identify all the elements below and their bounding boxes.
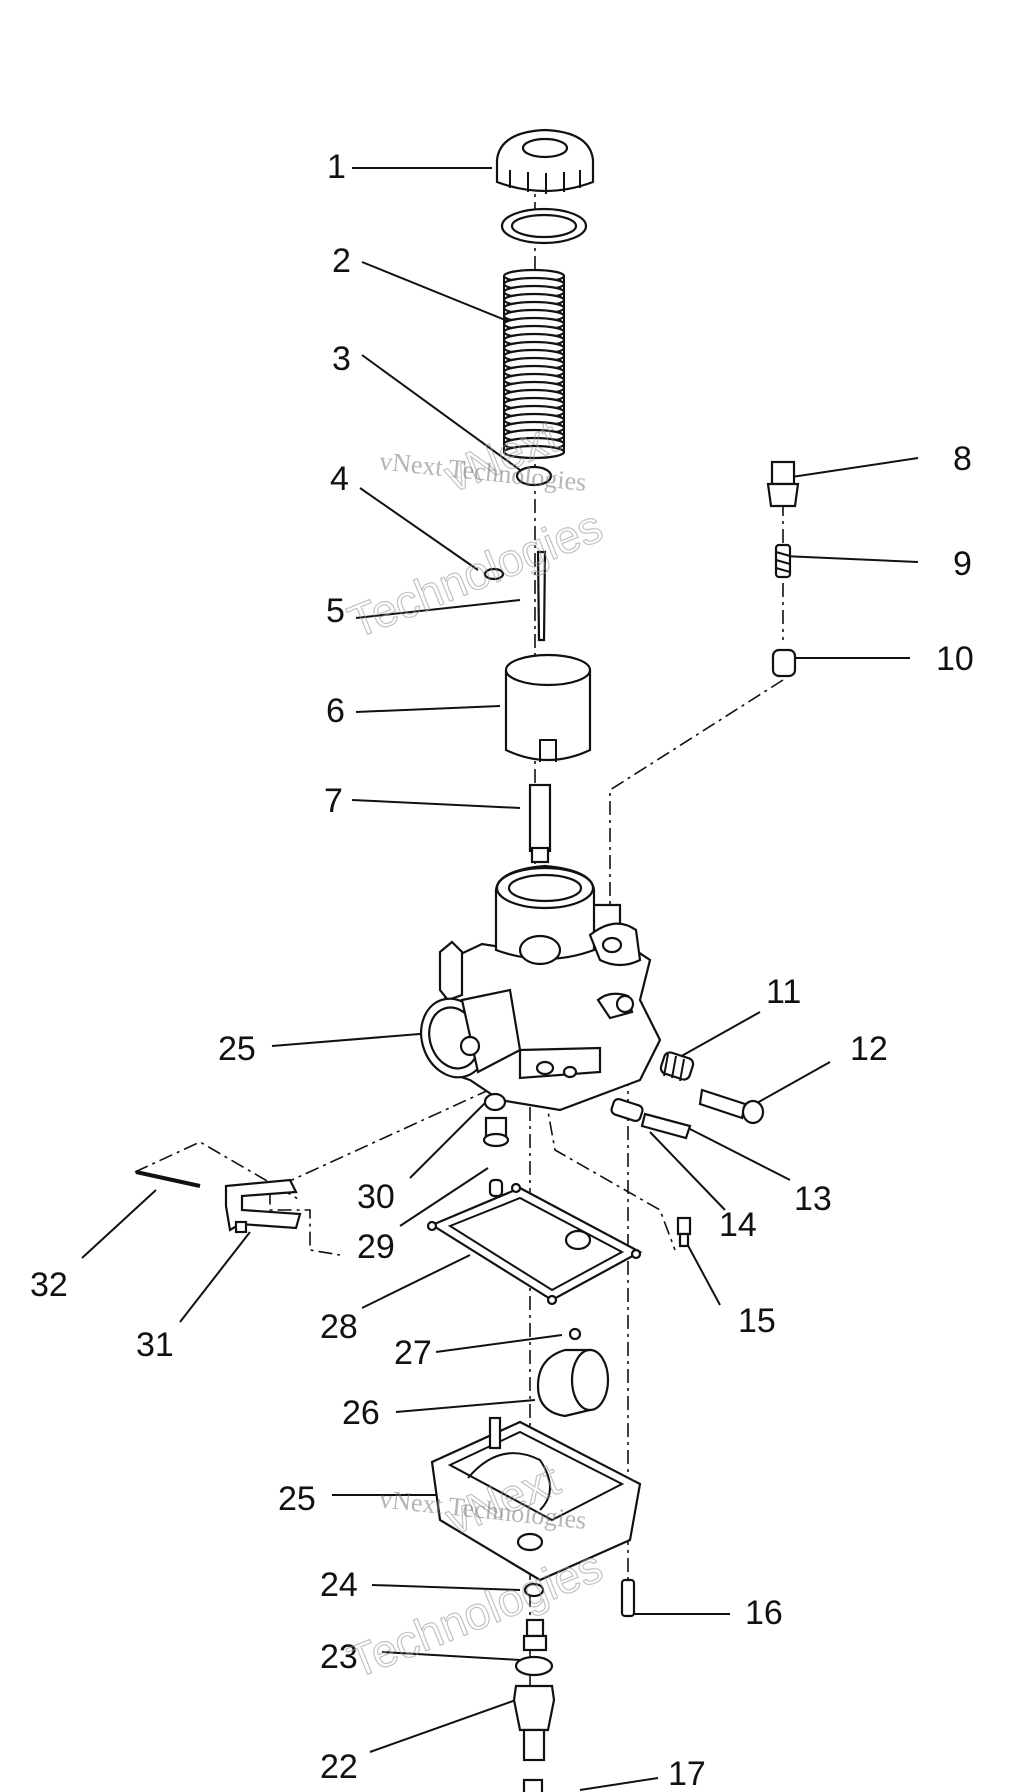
- callout-28: 28: [320, 1308, 358, 1346]
- part-pilot-spring: [659, 1051, 695, 1082]
- watermark-upper: vNext Technologies vNext Technologies: [340, 409, 610, 649]
- watermark-upper-line3: Technologies: [341, 499, 609, 648]
- part-bottom-fitting: [522, 1778, 544, 1792]
- callout-1: 1: [327, 148, 346, 186]
- part-jet-needle: [536, 550, 547, 642]
- part-pilot-jet: [676, 1216, 692, 1248]
- part-retainer: [515, 465, 553, 487]
- part-float: [536, 1348, 610, 1418]
- part-needle-jet: [528, 783, 552, 864]
- callout-9: 9: [953, 545, 972, 583]
- part-float-pin: [135, 1170, 201, 1188]
- leader-lines: [81, 167, 919, 1791]
- callout-25-upper: 25: [218, 1030, 256, 1068]
- callout-13: 13: [794, 1180, 832, 1218]
- callout-26: 26: [342, 1394, 380, 1432]
- callout-29: 29: [357, 1228, 395, 1266]
- part-washer: [500, 207, 588, 245]
- callout-6: 6: [326, 692, 345, 730]
- part-throttle-valve: [504, 653, 592, 762]
- callout-labels: 1 2 3 4 5 6 7 8 9 10 11 12 13 14 15 16 1…: [30, 148, 974, 1792]
- callout-27: 27: [394, 1334, 432, 1372]
- callout-16: 16: [745, 1594, 783, 1632]
- watermark-lower-line3: Technologies: [341, 1539, 609, 1688]
- callout-10: 10: [936, 640, 974, 678]
- part-carburetor-body: [438, 864, 662, 1112]
- callout-14: 14: [719, 1206, 757, 1244]
- part-float-arm: [224, 1178, 302, 1234]
- part-pilot-screw: [698, 1088, 765, 1125]
- part-idle-screw: [610, 1097, 692, 1140]
- part-bowl-screw: [620, 1578, 636, 1618]
- callout-25-lower: 25: [278, 1480, 316, 1518]
- callout-31: 31: [136, 1326, 174, 1364]
- part-float-valve-seat: [482, 1092, 510, 1198]
- callout-17: 17: [668, 1755, 706, 1792]
- part-cap: [495, 128, 595, 194]
- part-adjuster: [766, 460, 800, 508]
- callout-3: 3: [332, 340, 351, 378]
- part-spring: [502, 268, 566, 460]
- callout-8: 8: [953, 440, 972, 478]
- part-o-ring-large: [514, 1655, 554, 1677]
- part-float-bowl: [430, 1416, 642, 1582]
- callout-12: 12: [850, 1030, 888, 1068]
- callout-2: 2: [332, 242, 351, 280]
- callout-5: 5: [326, 592, 345, 630]
- part-o-ring-small: [523, 1582, 545, 1598]
- part-main-jet: [522, 1618, 548, 1652]
- part-clip: [483, 567, 505, 581]
- part-drain-plug: [512, 1684, 556, 1762]
- callout-23: 23: [320, 1638, 358, 1676]
- callout-7: 7: [324, 782, 343, 820]
- part-plunger: [771, 648, 797, 678]
- part-intake: [420, 988, 522, 1079]
- callout-32: 32: [30, 1266, 68, 1304]
- part-float-pin-ball: [568, 1327, 582, 1341]
- callout-15: 15: [738, 1302, 776, 1340]
- part-adjuster-spring: [774, 543, 792, 579]
- callout-11: 11: [766, 973, 801, 1011]
- part-gasket: [426, 1182, 643, 1306]
- callout-30: 30: [357, 1178, 395, 1216]
- callout-24: 24: [320, 1566, 358, 1604]
- callout-4: 4: [330, 460, 349, 498]
- callout-22: 22: [320, 1748, 358, 1786]
